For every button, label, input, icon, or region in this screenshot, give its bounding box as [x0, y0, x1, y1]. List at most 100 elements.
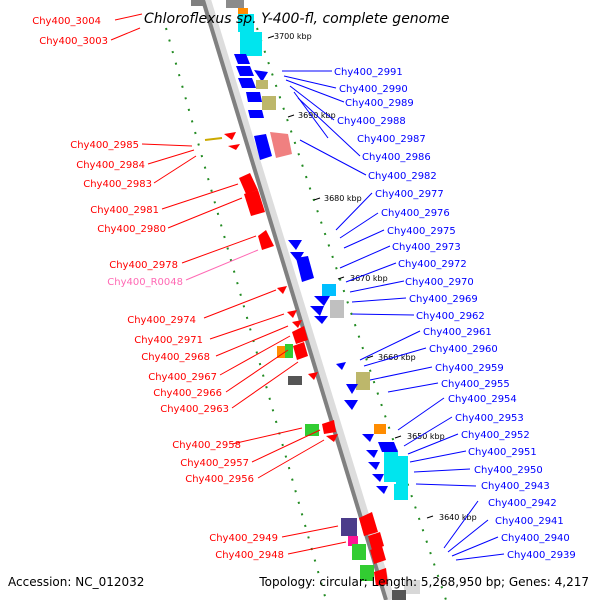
- gene-arrow: [366, 450, 378, 458]
- gene-label: Chy400_2954: [448, 394, 517, 405]
- gene-arrow: [248, 110, 264, 118]
- gene-label: Chy400_2981: [90, 205, 159, 216]
- gene-arrow: [326, 434, 338, 442]
- gene-arrow: [244, 190, 265, 216]
- gene-arrow: [378, 442, 398, 452]
- backbone: [201, 0, 388, 600]
- gene-label: Chy400_2958: [172, 440, 241, 451]
- gene-label: Chy400_2972: [398, 259, 467, 270]
- scale-label-3670: 3670 kbp: [350, 274, 388, 283]
- gene-label: Chy400_2989: [345, 98, 414, 109]
- right-gene-labels: Chy400_2991 Chy400_2990 Chy400_2989 Chy4…: [334, 67, 576, 561]
- gene-box: [384, 452, 398, 482]
- genome-summary: Topology: circular; Length: 5,268,950 bp…: [258, 575, 589, 589]
- scale-label-3660: 3660 kbp: [378, 353, 416, 362]
- gene-label: Chy400_2987: [357, 134, 426, 145]
- gene-arrow: [234, 54, 250, 64]
- gene-label: Chy400_2978: [109, 260, 178, 271]
- gene-label: Chy400_R0048: [107, 277, 183, 288]
- gene-box: [330, 300, 344, 318]
- gene-arrow: [374, 568, 388, 586]
- gene-label: Chy400_2976: [381, 208, 450, 219]
- gene-label: Chy400_2960: [429, 344, 498, 355]
- gene-box: [238, 8, 248, 14]
- right-connectors: [282, 70, 505, 561]
- scale-label-3680: 3680 kbp: [324, 194, 362, 203]
- gene-box: [394, 484, 408, 500]
- gene-arrow: [246, 92, 262, 102]
- gene-box: [356, 372, 370, 390]
- gene-label: Chy400_2962: [416, 311, 485, 322]
- gene-label: Chy400_2980: [97, 224, 166, 235]
- gene-arrow: [296, 256, 314, 282]
- gene-label: Chy400_2951: [468, 447, 537, 458]
- gene-label: Chy400_2971: [134, 335, 203, 346]
- gene-label: Chy400_2939: [507, 550, 576, 561]
- gene-box: [191, 0, 203, 6]
- gene-box: [341, 518, 357, 536]
- gc-track-inner: [256, 27, 447, 600]
- gene-box: [352, 544, 366, 560]
- gene-arrow: [292, 326, 308, 344]
- gene-label: Chy400_2983: [83, 179, 152, 190]
- gene-label: Chy400_2950: [474, 465, 543, 476]
- gene-label: Chy400_2984: [76, 160, 145, 171]
- gene-label: Chy400_2974: [127, 315, 196, 326]
- scale-label-3650: 3650 kbp: [407, 432, 445, 441]
- gene-arrow: [224, 132, 236, 140]
- gene-label: Chy400_2943: [481, 481, 550, 492]
- gene-arrow: [239, 173, 258, 194]
- gene-arrow: [258, 230, 274, 250]
- gene-arrow: [270, 132, 292, 158]
- scale-label-3700: 3700 kbp: [274, 32, 312, 41]
- gene-box: [360, 565, 374, 581]
- gene-label: Chy400_2967: [148, 372, 217, 383]
- gene-box: [240, 32, 262, 56]
- gene-arrow: [292, 320, 302, 328]
- gene-label: Chy400_2940: [501, 533, 570, 544]
- gene-label: Chy400_2953: [455, 413, 524, 424]
- gene-arrow: [293, 342, 308, 360]
- gene-arrow: [344, 400, 358, 410]
- gene-arrow: [346, 384, 358, 394]
- gene-label: Chy400_2968: [141, 352, 210, 363]
- left-gene-labels: Chy400_3004 Chy400_3003 Chy400_2985 Chy4…: [32, 16, 284, 561]
- gene-arrow: [254, 134, 272, 160]
- gene-box: [374, 424, 386, 434]
- gene-arrow: [236, 66, 254, 76]
- gene-label: Chy400_3003: [39, 36, 108, 47]
- gene-arrow: [288, 240, 302, 250]
- gene-arrow: [322, 420, 336, 434]
- gene-box: [256, 80, 268, 89]
- gene-arrow: [359, 512, 378, 536]
- gene-box: [262, 96, 276, 110]
- gene-label: Chy400_2956: [185, 474, 254, 485]
- gene-label: Chy400_2990: [339, 84, 408, 95]
- gene-label: Chy400_2973: [392, 242, 461, 253]
- gene-label: Chy400_2957: [180, 458, 249, 469]
- scale-label-3640: 3640 kbp: [439, 513, 477, 522]
- gene-box: [322, 284, 336, 296]
- gene-label: Chy400_2970: [405, 277, 474, 288]
- gene-label: Chy400_2952: [461, 430, 530, 441]
- gene-label: Chy400_2941: [495, 516, 564, 527]
- gene-label: Chy400_2977: [375, 189, 444, 200]
- gene-box: [404, 580, 420, 594]
- gene-arrow: [308, 372, 318, 380]
- rna-connector: [185, 249, 259, 281]
- map-title: Chloroflexus sp. Y-400-fl, complete geno…: [144, 11, 450, 27]
- minus-strand-genes: [191, 0, 388, 586]
- gene-arrow: [370, 546, 386, 564]
- gene-arrow: [368, 462, 380, 470]
- gene-label: Chy400_2959: [435, 363, 504, 374]
- gene-label: Chy400_2985: [70, 140, 139, 151]
- gene-arrow: [314, 296, 330, 306]
- left-connectors: [110, 13, 347, 555]
- gene-label: Chy400_2969: [409, 294, 478, 305]
- gene-arrow: [287, 310, 297, 318]
- gene-arrow: [362, 434, 374, 442]
- gene-box: [396, 456, 408, 486]
- gene-label: Chy400_2975: [387, 226, 456, 237]
- gene-label: Chy400_2949: [209, 533, 278, 544]
